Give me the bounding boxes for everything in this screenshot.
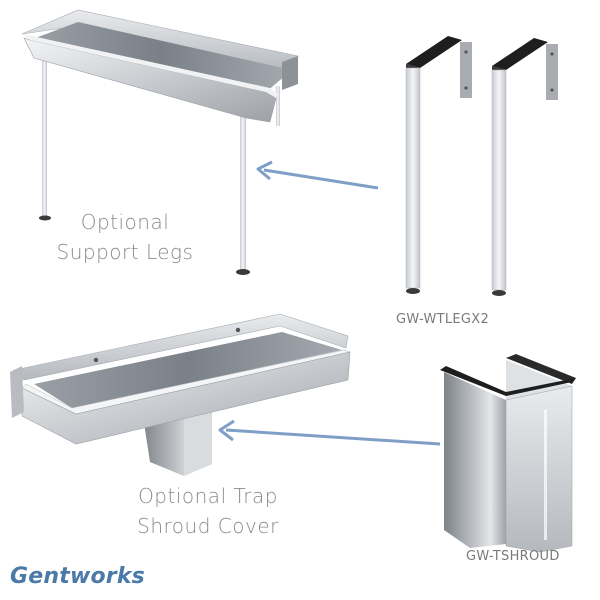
arrow-to-shroud — [218, 419, 441, 446]
trough-with-shroud — [10, 313, 351, 476]
legs-label-line2: Support Legs — [56, 240, 194, 264]
trough-with-legs — [21, 9, 299, 275]
shroud-product-code: GW-TSHROUD — [466, 549, 560, 564]
shroud-label-line1: Optional Trap — [138, 484, 278, 508]
brand-logo: Gentworks — [10, 564, 145, 589]
legs-product-code: GW-WTLEGX2 — [396, 312, 490, 327]
trough-leg — [276, 86, 280, 126]
trap-shroud-cover — [440, 354, 576, 553]
trough-leg — [240, 100, 246, 272]
trough-leg — [42, 58, 47, 218]
legs-label-line1: Optional — [80, 210, 170, 234]
shroud-label-line2: Shroud Cover — [137, 514, 279, 538]
arrow-to-legs — [256, 160, 379, 190]
support-legs-pair — [405, 36, 558, 296]
